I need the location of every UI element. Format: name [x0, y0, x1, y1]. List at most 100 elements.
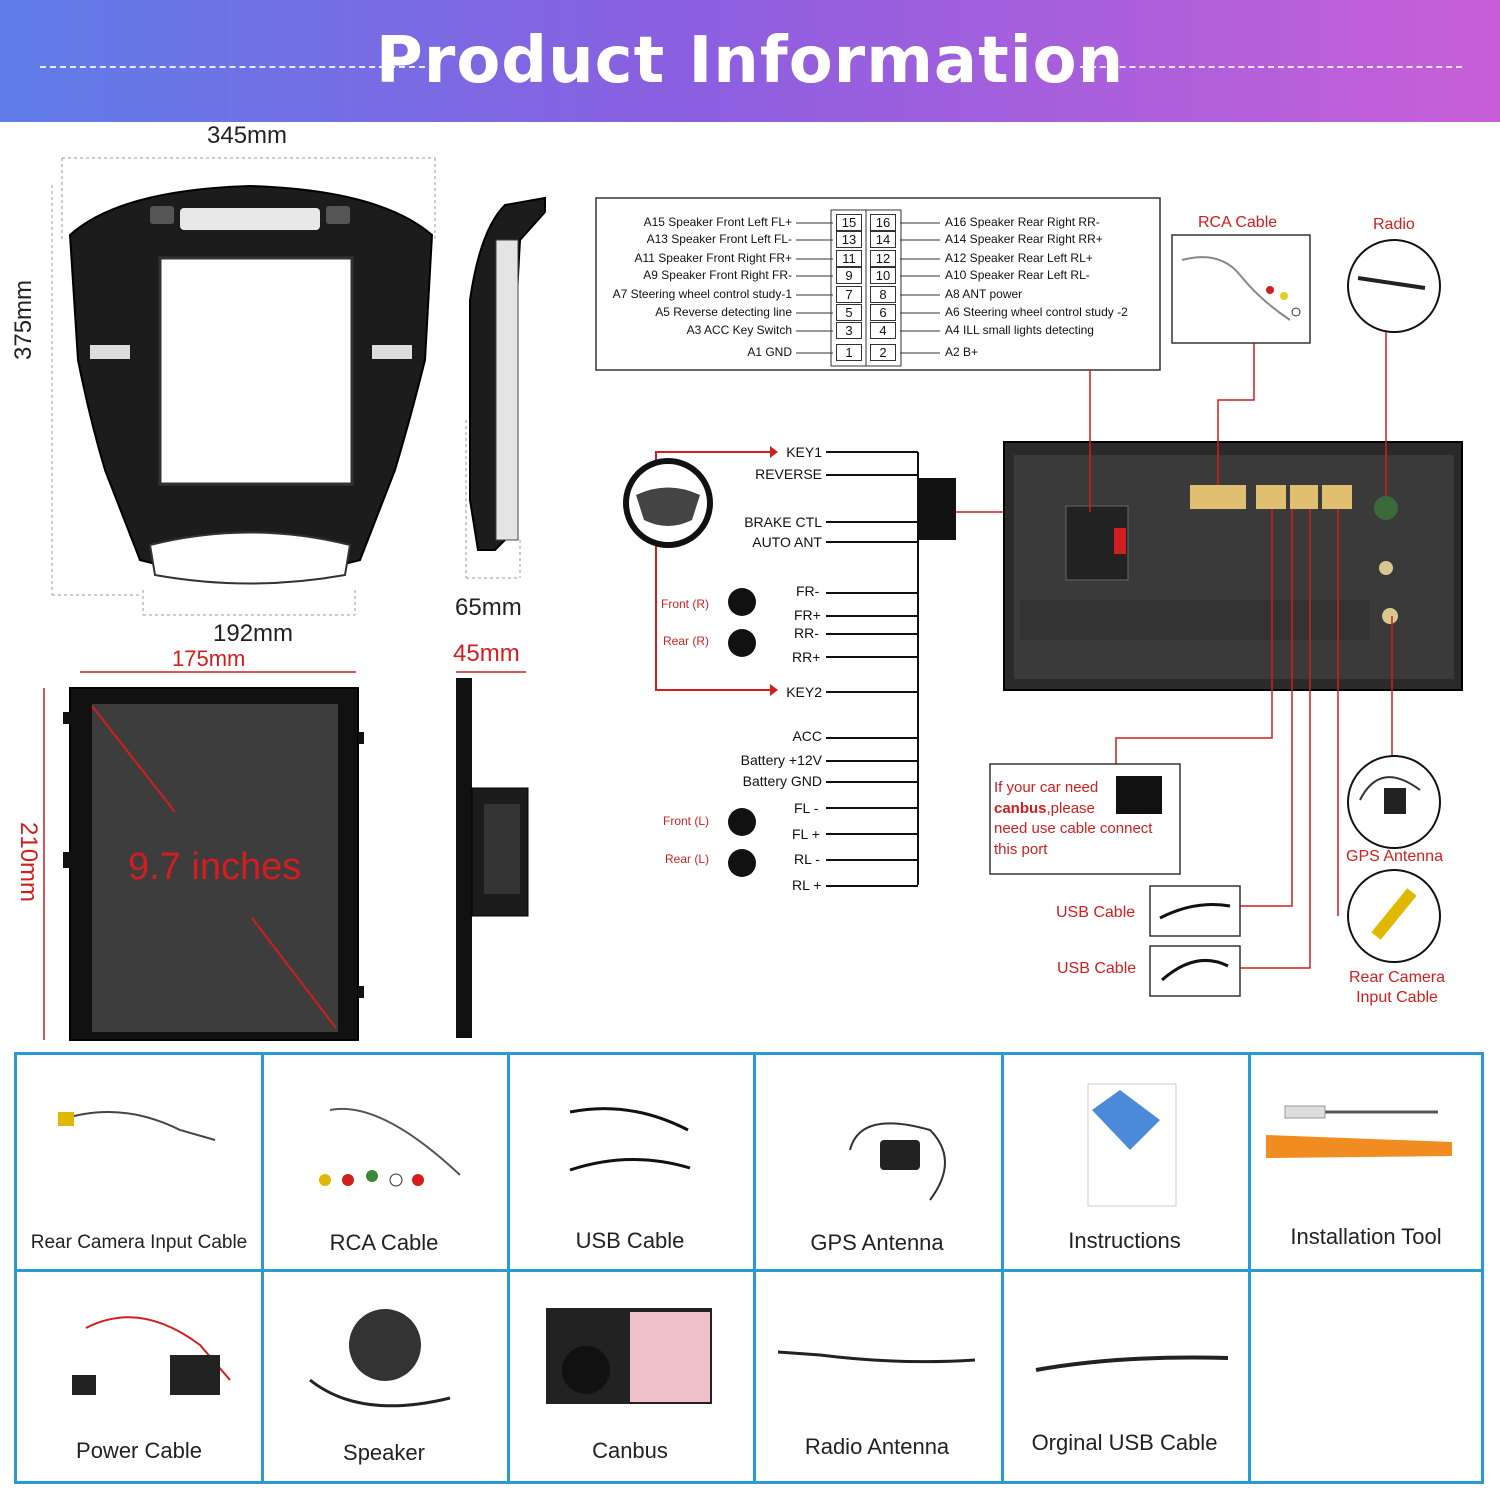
wire-fr-plus: FR+ — [794, 607, 821, 623]
accessory-label-speaker: Speaker — [343, 1440, 425, 1465]
wire-brake-ctl: BRAKE CTL — [744, 514, 822, 530]
wire-rl-minus: RL - — [794, 851, 820, 867]
canbus-note-line-3: need use cable connect — [994, 820, 1153, 837]
pin-number-right-8: 8 — [870, 286, 896, 303]
accessory-label-installation-tool: Installation Tool — [1290, 1224, 1442, 1249]
accessory-label-rear-camera-input-cable: Rear Camera Input Cable — [30, 1232, 248, 1253]
radio-label: Radio — [1373, 216, 1415, 233]
wire-rr-plus: RR+ — [792, 649, 821, 665]
pin-number-right-2: 2 — [870, 344, 896, 361]
pin-right-7: A2 B+ — [945, 345, 979, 359]
grid-divider — [1248, 1055, 1251, 1481]
screen-width-label: 175mm — [172, 646, 246, 671]
canbus-note-line-4: this port — [994, 840, 1048, 858]
pin-left-1: A13 Speaker Front Left FL- — [646, 232, 792, 246]
accessory-images — [58, 1083, 1452, 1408]
pin-number-right-14: 14 — [870, 231, 896, 248]
screen-side-drawing — [456, 671, 529, 1038]
accessory-label-radio-antenna: Radio Antenna — [804, 1434, 950, 1459]
rear-camera-label: Rear Camera Input Cable — [1348, 969, 1446, 1006]
pin-left-7: A1 GND — [747, 345, 792, 359]
gps-antenna-label: GPS Antenna — [1346, 848, 1443, 865]
page-title: Product Information — [375, 24, 1125, 98]
connection-boxes — [989, 234, 1441, 997]
rca-cable-label: RCA Cable — [1198, 214, 1278, 231]
pin-right-2: A12 Speaker Rear Left RL+ — [945, 251, 1093, 265]
pin-right-5: A6 Steering wheel control study -2 — [945, 305, 1128, 319]
pin-number-left-3: 3 — [836, 322, 862, 339]
accessory-label-gps-antenna: GPS Antenna — [810, 1230, 944, 1255]
pin-number-left-13: 13 — [836, 231, 862, 248]
pin-left-3: A9 Speaker Front Right FR- — [643, 268, 792, 282]
wire-acc: ACC — [792, 728, 822, 744]
accessory-label-instructions: Instructions — [1068, 1228, 1181, 1253]
pin-number-left-5: 5 — [836, 304, 862, 321]
pin-number-left-7: 7 — [836, 286, 862, 303]
accessories-grid — [14, 1052, 1484, 1484]
wire-battery-12v: Battery +12V — [740, 752, 822, 768]
wire-fl-plus: FL + — [792, 826, 820, 842]
pin-left-5: A5 Reverse detecting line — [655, 305, 792, 319]
frame-width-label: 345mm — [207, 122, 288, 149]
pin-table-frame — [595, 197, 1161, 371]
canbus-note-bold: canbus — [994, 799, 1047, 817]
pin-number-left-1: 1 — [836, 344, 862, 361]
canbus-note-please: ,please — [1046, 799, 1095, 817]
screen-height-label: 210mm — [15, 822, 42, 903]
pin-number-left-11: 11 — [836, 250, 862, 267]
grid-divider — [261, 1055, 264, 1481]
pin-right-0: A16 Speaker Rear Right RR- — [945, 215, 1100, 229]
grid-divider — [1001, 1055, 1004, 1481]
pin-right-4: A8 ANT power — [945, 287, 1023, 301]
accessory-label-orginal-usb-cable: Orginal USB Cable — [1031, 1430, 1218, 1455]
pin-left-0: A15 Speaker Front Left FL+ — [643, 215, 792, 229]
grid-divider — [507, 1055, 510, 1481]
grid-divider — [753, 1055, 756, 1481]
pin-lines — [796, 222, 940, 354]
pin-right-1: A14 Speaker Rear Right RR+ — [945, 232, 1103, 246]
pin-right-3: A10 Speaker Rear Left RL- — [945, 268, 1090, 282]
head-unit-rear — [1003, 441, 1463, 691]
wire-lines — [826, 451, 918, 887]
frame-depth-label: 65mm — [455, 594, 522, 621]
accessory-label-usb-cable: USB Cable — [575, 1228, 685, 1253]
usb-cable-label-1: USB Cable — [1056, 904, 1136, 921]
wire-key1: KEY1 — [786, 444, 822, 460]
pin-number-right-6: 6 — [870, 304, 896, 321]
wire-rl-plus: RL + — [792, 877, 822, 893]
pin-number-right-4: 4 — [870, 322, 896, 339]
wiring-harness — [623, 446, 1100, 885]
wire-key2: KEY2 — [786, 684, 822, 700]
pin-left-6: A3 ACC Key Switch — [686, 323, 792, 337]
pin-number-right-12: 12 — [870, 250, 896, 267]
pin-left-2: A11 Speaker Front Right FR+ — [634, 251, 792, 265]
screen-depth-label: 45mm — [453, 640, 520, 667]
canbus-note: If your car need canbus,please need use … — [994, 778, 1152, 860]
grid-divider — [17, 1269, 1481, 1272]
screen-diagonal-label: 9.7 inches — [128, 846, 302, 888]
frame-height-label: 375mm — [10, 279, 37, 360]
screen-drawing — [43, 671, 364, 1041]
frame-inner-width-label: 192mm — [213, 620, 294, 647]
wire-auto-ant: AUTO ANT — [752, 534, 822, 550]
frame-front-drawing — [51, 157, 436, 616]
accessory-label-rca-cable: RCA Cable — [329, 1230, 439, 1255]
banner-divider-right — [1080, 66, 1462, 68]
speaker-label-front-left: Front (L) — [663, 814, 710, 828]
wire-fl-minus: FL - — [794, 800, 819, 816]
usb-cable-label-2: USB Cable — [1057, 960, 1137, 977]
accessory-label-canbus: Canbus — [592, 1438, 668, 1463]
accessory-label-power-cable: Power Cable — [76, 1438, 202, 1463]
header-banner: Product Information — [0, 0, 1500, 122]
pin-left-4: A7 Steering wheel control study-1 — [612, 287, 792, 301]
pin-number-left-9: 9 — [836, 267, 862, 284]
speaker-label-front-right: Front (R) — [661, 597, 709, 611]
pin-number-left-15: 15 — [836, 214, 862, 231]
frame-side-drawing — [465, 196, 546, 579]
pin-right-6: A4 ILL small lights detecting — [945, 323, 1094, 337]
wire-reverse: REVERSE — [755, 466, 822, 482]
canbus-note-line-2: canbus,please — [994, 799, 1152, 820]
speaker-label-rear-right: Rear (R) — [663, 634, 710, 648]
wire-battery-gnd: Battery GND — [742, 773, 822, 789]
connection-lines — [1089, 332, 1393, 969]
